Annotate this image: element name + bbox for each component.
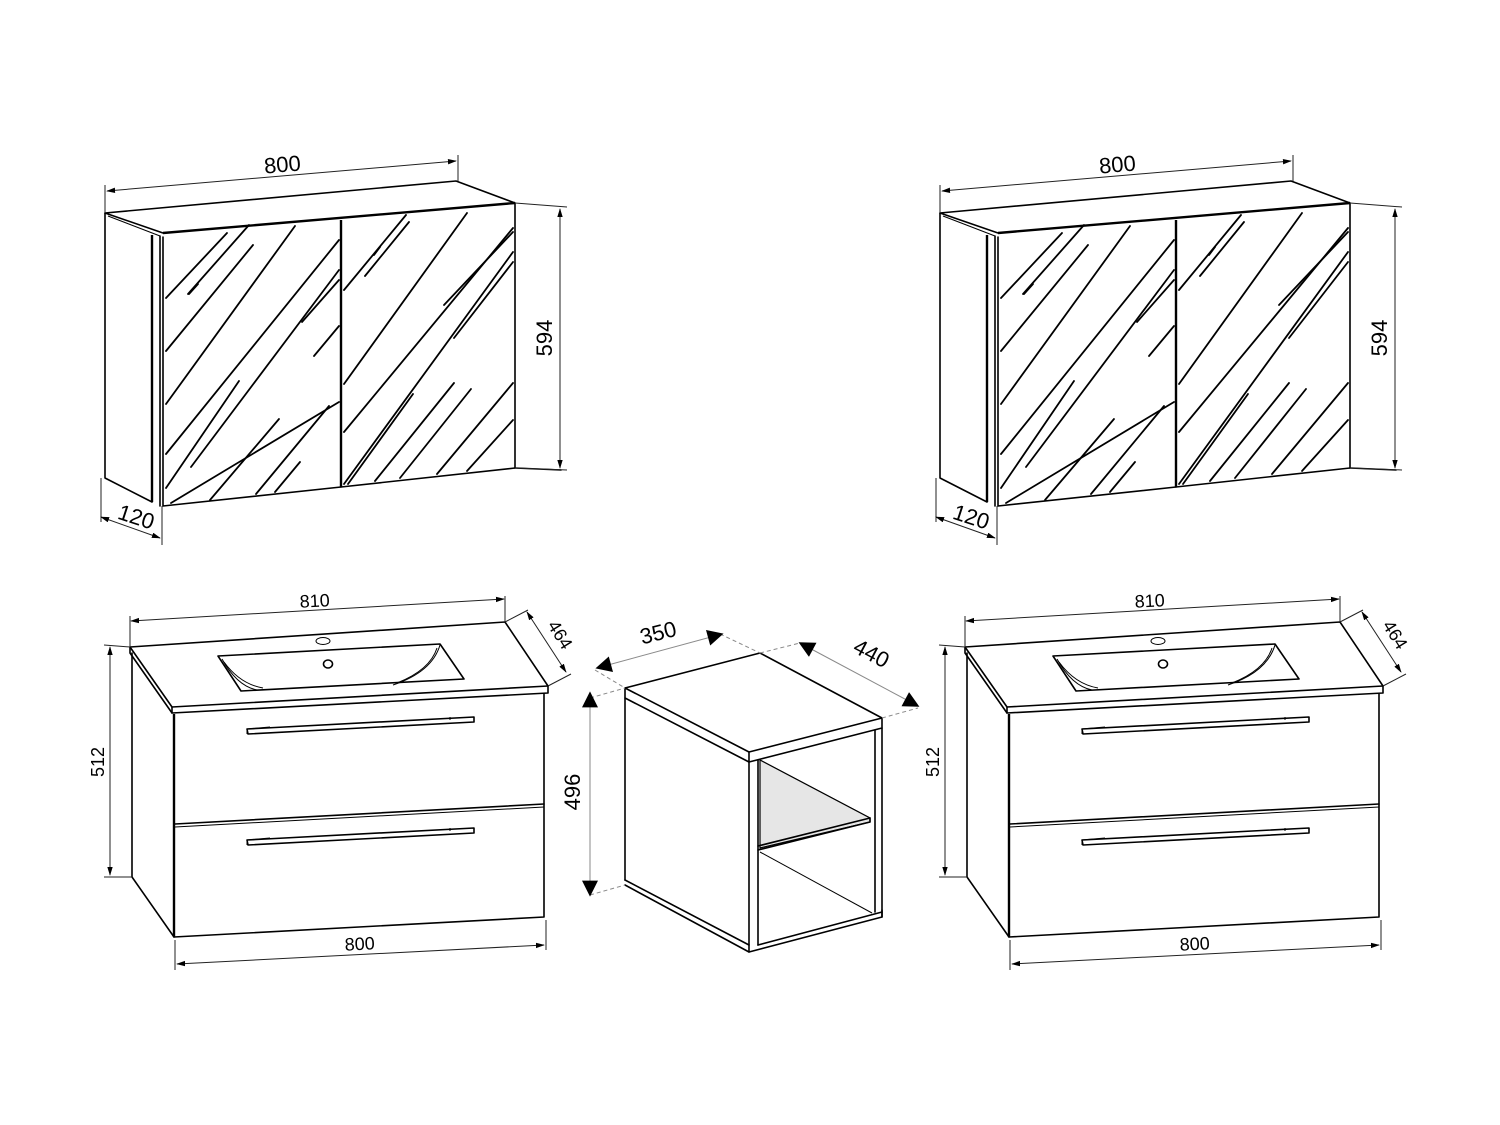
depth-label: 464 <box>1379 617 1412 653</box>
width-label: 800 <box>263 150 302 178</box>
height-label: 512 <box>88 747 108 777</box>
mirror-cabinet-drawing <box>101 155 567 545</box>
width-label: 800 <box>1098 150 1137 178</box>
mirror-cabinet-drawing <box>936 155 1402 545</box>
height-label: 594 <box>532 320 557 357</box>
base-width-label: 800 <box>344 933 375 955</box>
height-label: 512 <box>923 747 943 777</box>
vanity-right: 810 464 512 800 <box>923 590 1412 970</box>
height-label: 594 <box>1367 320 1392 357</box>
top-width-label: 810 <box>299 590 330 612</box>
width-label: 350 <box>637 616 679 649</box>
vanity-drawing <box>104 596 571 970</box>
mirror-cabinet-right: 800 594 120 <box>936 150 1402 545</box>
vanity-left: 810 464 512 800 <box>88 590 577 970</box>
height-label: 496 <box>560 774 585 811</box>
depth-label: 120 <box>950 499 993 534</box>
base-width-label: 800 <box>1179 933 1210 955</box>
depth-label: 440 <box>849 634 893 673</box>
top-width-label: 810 <box>1134 590 1165 612</box>
depth-label: 120 <box>115 499 158 534</box>
depth-label: 464 <box>544 617 577 653</box>
mirror-cabinet-left: 800 594 120 <box>101 150 567 545</box>
side-cabinet: 350 440 496 <box>560 616 920 953</box>
vanity-drawing <box>939 596 1406 970</box>
